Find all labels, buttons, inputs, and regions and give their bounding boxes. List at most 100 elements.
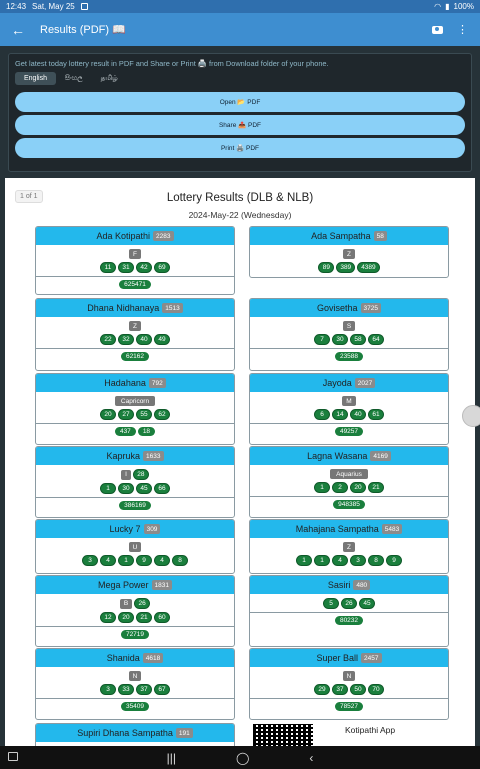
draw-number-badge: 191 [175, 728, 193, 738]
winning-number: 11 [100, 262, 116, 273]
winning-number: 70 [368, 684, 384, 695]
winning-number: 8 [172, 555, 188, 566]
results-title: Lottery Results (DLB & NLB) [166, 192, 314, 204]
tab-english[interactable]: English [15, 72, 56, 85]
jackpot-row: 80232 [250, 612, 448, 628]
draw-number-badge: 2027 [354, 378, 376, 388]
pdf-info-text: Get latest today lottery result in PDF a… [15, 59, 329, 68]
winning-number: 69 [154, 262, 170, 273]
page-indicator: 1 of 1 [15, 190, 43, 203]
keyboard-icon[interactable] [8, 752, 18, 761]
winning-number: 49 [154, 334, 170, 345]
tab-tamil[interactable]: தமிழ் [100, 75, 118, 82]
jackpot-row: 948385 [250, 496, 448, 512]
bonus-number: 26 [134, 598, 151, 609]
back-nav-icon[interactable]: ‹ [309, 750, 314, 765]
winning-number: 21 [368, 482, 384, 493]
draw-number-badge: 5483 [381, 524, 403, 534]
letter-badge: U [128, 542, 142, 552]
bonus-number: 28 [132, 469, 149, 480]
more-vert-icon[interactable]: ⋮ [457, 24, 468, 36]
lottery-name: Jayoda [322, 378, 352, 388]
results-document[interactable]: 1 of 1 Lottery Results (DLB & NLB) 2024-… [5, 178, 475, 746]
winning-number: 66 [154, 483, 170, 494]
letter-badge: S [342, 321, 356, 331]
status-bar: 12:43 Sat, May 25 ◠ ▮ 100% [0, 0, 480, 13]
jackpot-row: 62162 [36, 348, 234, 364]
lottery-name: Mega Power [98, 580, 149, 590]
jackpot-value: 18 [137, 427, 156, 436]
winning-number: 58 [350, 334, 366, 345]
jackpot-value: 78527 [334, 702, 364, 711]
winning-number: 45 [136, 483, 152, 494]
winning-number: 20 [118, 612, 134, 623]
jackpot-value: 437 [114, 427, 136, 436]
share-pdf-button[interactable]: Share 📤 PDF [15, 115, 465, 135]
jackpot-value: 386169 [119, 501, 151, 510]
lottery-name: Supiri Dhana Sampatha [77, 728, 173, 738]
jackpot-value: 23588 [334, 352, 364, 361]
lottery-name: Dhana Nidhanaya [87, 303, 160, 313]
draw-number-badge: 4169 [370, 451, 391, 461]
winning-number: 30 [118, 483, 134, 494]
status-time: 12:43 [6, 2, 27, 11]
draw-number-badge: 792 [148, 378, 166, 388]
letter-badge: Z [129, 321, 141, 331]
lottery-name: Kapruka [106, 451, 141, 461]
lottery-name: Govisetha [317, 303, 358, 313]
winning-number: 40 [350, 409, 366, 420]
letter-badge: Z [343, 249, 355, 259]
arrow-left-icon[interactable]: ← [11, 21, 25, 38]
winning-number: 37 [136, 684, 152, 695]
open-pdf-button[interactable]: Open 📂 PDF [15, 92, 465, 112]
lottery-name: Sasiri [327, 580, 351, 590]
recents-icon[interactable]: ||| [166, 750, 176, 765]
draw-number-badge: 1633 [143, 451, 164, 461]
jackpot-row: 72719 [36, 626, 234, 642]
winning-number: 27 [118, 409, 134, 420]
notification-icon [80, 3, 88, 10]
letter-badge: M [342, 396, 356, 406]
winning-number: 42 [136, 262, 152, 273]
edge-panel-handle[interactable] [462, 405, 480, 427]
home-icon[interactable]: ◯ [235, 750, 250, 765]
app-promo-title: Kotipathi App [345, 725, 396, 735]
results-date: 2024-May-22 (Wednesday) [188, 210, 292, 220]
winning-number: 3 [100, 684, 116, 695]
status-date: Sat, May 25 [32, 2, 75, 11]
winning-number: 14 [332, 409, 348, 420]
draw-number-badge: 1513 [162, 303, 183, 313]
winning-number: 26 [341, 598, 357, 609]
winning-number: 31 [118, 262, 134, 273]
draw-number-badge: 4618 [142, 653, 164, 663]
print-pdf-button[interactable]: Print 🖨️ PDF [15, 138, 465, 158]
draw-number-badge: 480 [353, 580, 371, 590]
tab-sinhala[interactable]: සිංහල [64, 74, 83, 82]
jackpot-row: 23588 [250, 348, 448, 364]
winning-number: 3 [350, 555, 366, 566]
winning-number: 9 [136, 555, 152, 566]
lottery-name: Lagna Wasana [307, 451, 368, 461]
draw-number-badge: 3725 [360, 303, 381, 313]
winning-number: 30 [332, 334, 348, 345]
camera-icon[interactable] [432, 25, 443, 34]
language-tabs: English සිංහල தமிழ் [9, 68, 471, 89]
navigation-bar: ||| ◯ ‹ [0, 746, 480, 769]
